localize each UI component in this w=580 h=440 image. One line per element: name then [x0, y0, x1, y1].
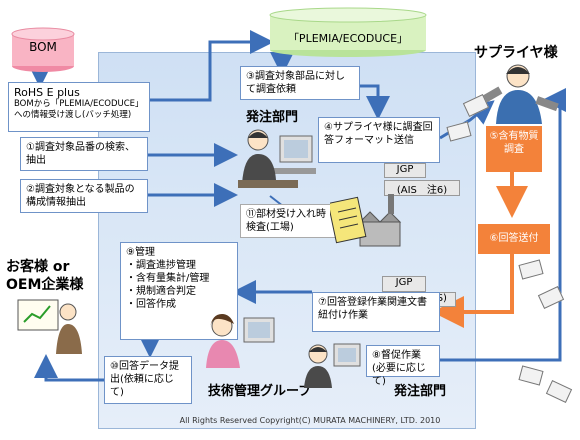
step-6-label: ⑥回答送付 — [489, 233, 539, 244]
purchasing-staff-icon — [304, 343, 361, 388]
copyright: All Rights Reserved Copyright(C) MURATA … — [179, 416, 441, 425]
customer-title: お客様 or OEM企業様 — [6, 259, 84, 293]
plemia-label: 「PLEMIA/ECODUCE」 — [287, 32, 409, 45]
step-4-label: ④サプライヤ様に調査回答フォーマット送信 — [324, 122, 433, 146]
ais-tag-1: (AIS 注6) — [384, 180, 460, 196]
staff-computer-icon — [238, 129, 316, 188]
rohs-title: RoHS E plus — [14, 86, 80, 99]
plemia-cylinder — [269, 7, 427, 57]
tech-staff-icon — [206, 314, 275, 368]
step-7-label: ⑦回答登録作業関連文書紐付け作業 — [318, 297, 427, 321]
bom-cylinder — [11, 27, 75, 72]
step-8-label: ⑧督促作業(必要に応じて) — [372, 350, 426, 387]
suppliers-title: サプライヤ様 — [474, 45, 558, 61]
tech-group-label: 技術管理グループ — [208, 384, 312, 399]
jgp-tag-1: JGP — [384, 163, 426, 178]
arrow-s3-s4 — [360, 84, 390, 120]
step-3-label: ③調査対象部品に対して調査依頼 — [246, 71, 345, 95]
step-10: ⑩回答データ提出(依頼に応じて) — [104, 356, 192, 404]
step-9: ⑨管理 ・調査進捗管理 ・含有量集計/管理 ・規制適合判定 ・回答作成 — [120, 242, 238, 340]
step-11-label: ⑪部材受け入れ時検査(工場) — [246, 209, 326, 233]
step-9-item: ・回答作成 — [126, 299, 176, 310]
supplier-worker-icon — [479, 64, 559, 124]
step-4: ④サプライヤ様に調査回答フォーマット送信 — [318, 117, 440, 163]
arrow-s8-supplier — [440, 88, 566, 362]
rohs-box: RoHS E plus BOMから「PLEMIA/ECODUCE」への情報受け渡… — [8, 82, 150, 132]
arrow-s6-s7 — [432, 254, 514, 328]
factory-inspection-icon — [330, 194, 402, 247]
step-3: ③調査対象部品に対して調査依頼 — [240, 66, 360, 100]
step-9-item: ・含有量集計/管理 — [126, 273, 210, 284]
step-2: ②調査対象となる製品の構成情報抽出 — [20, 179, 148, 213]
step-2-label: ②調査対象となる製品の構成情報抽出 — [26, 184, 135, 208]
step-9-item: ・調査進捗管理 — [126, 260, 196, 271]
step-11: ⑪部材受け入れ時検査(工場) — [240, 204, 340, 238]
rohs-desc: BOMから「PLEMIA/ECODUCE」への情報受け渡し(バッチ処理) — [14, 99, 144, 120]
step-5-label: ⑤含有物質調査 — [489, 131, 539, 155]
jgp-tag-2: JGP — [382, 276, 426, 292]
arrow-rohs-plemia — [150, 30, 274, 102]
customer-presenter-icon — [17, 299, 82, 354]
purchasing-dept-bottom: 発注部門 — [394, 384, 447, 399]
step-6: ⑥回答送付 — [478, 224, 550, 254]
step-9-title: ⑨管理 — [126, 247, 155, 258]
step-1: ①調査対象品番の検索、抽出 — [20, 137, 148, 171]
step-9-item: ・規制適合判定 — [126, 286, 196, 297]
step-7: ⑦回答登録作業関連文書紐付け作業 — [312, 292, 440, 332]
step-10-label: ⑩回答データ提出(依頼に応じて) — [110, 361, 179, 398]
arrow-s10-customer — [34, 354, 104, 382]
purchasing-dept-top: 発注部門 — [246, 110, 299, 125]
bom-label: BOM — [29, 40, 57, 54]
step-8: ⑧督促作業(必要に応じて) — [366, 345, 440, 387]
step-5: ⑤含有物質調査 — [486, 126, 542, 172]
step-1-label: ①調査対象品番の検索、抽出 — [26, 142, 135, 166]
